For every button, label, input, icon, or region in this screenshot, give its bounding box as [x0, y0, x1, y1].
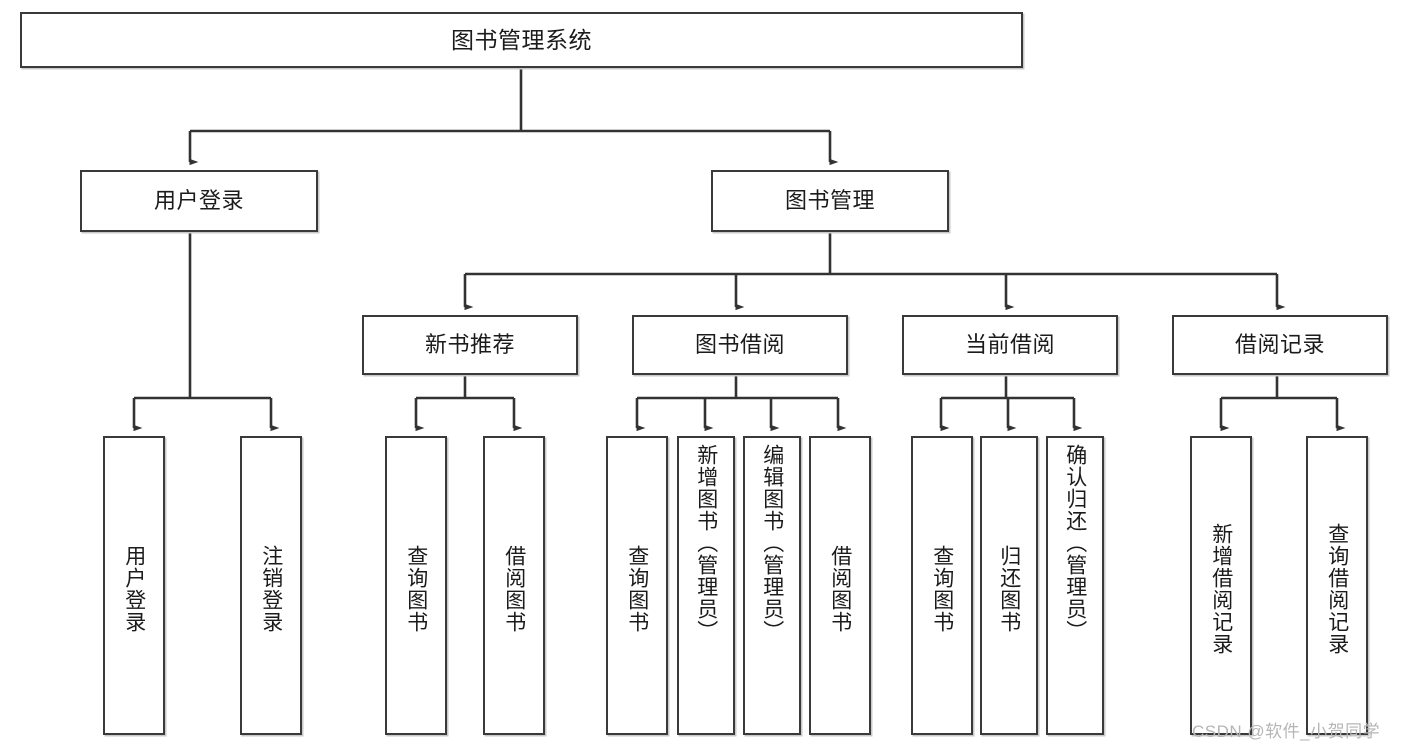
leaf-user-logout[interactable]: 注销登录: [240, 436, 302, 735]
leaf-confirm-return-admin[interactable]: 确认归还（管理员）: [1046, 436, 1104, 735]
leaf-query-book-recommend[interactable]: 查询图书: [385, 436, 447, 735]
node-new-book-recommend[interactable]: 新书推荐: [362, 315, 578, 375]
leaf-label: 编辑图书（管理员）: [760, 444, 784, 642]
leaf-label: 借阅图书: [502, 544, 526, 633]
csdn-watermark: CSDN @软件_小贺同学: [1192, 722, 1381, 741]
leaf-label: 确认归还（管理员）: [1063, 444, 1087, 642]
leaf-label: 查询借阅记录: [1325, 522, 1349, 655]
leaf-add-borrow-record[interactable]: 新增借阅记录: [1190, 436, 1252, 735]
leaf-label: 用户登录: [122, 544, 146, 633]
leaf-return-book[interactable]: 归还图书: [980, 436, 1038, 735]
node-user-login[interactable]: 用户登录: [80, 170, 318, 232]
leaf-label: 查询图书: [930, 544, 954, 633]
node-label: 图书借阅: [694, 332, 785, 358]
leaf-label: 新增借阅记录: [1209, 522, 1233, 655]
leaf-query-book-borrow[interactable]: 查询图书: [606, 436, 668, 735]
leaf-edit-book-admin[interactable]: 编辑图书（管理员）: [743, 436, 801, 735]
node-borrow-record[interactable]: 借阅记录: [1172, 315, 1388, 375]
node-book-manage[interactable]: 图书管理: [711, 170, 949, 232]
leaf-borrow-book-borrow[interactable]: 借阅图书: [809, 436, 871, 735]
leaf-label: 查询图书: [625, 544, 649, 633]
leaf-query-book-current[interactable]: 查询图书: [911, 436, 973, 735]
leaf-label: 查询图书: [404, 544, 428, 633]
node-book-borrow[interactable]: 图书借阅: [632, 315, 848, 375]
node-label: 借阅记录: [1234, 332, 1325, 358]
node-label: 图书管理: [784, 188, 875, 214]
leaf-query-borrow-record[interactable]: 查询借阅记录: [1306, 436, 1368, 735]
leaf-add-book-admin[interactable]: 新增图书（管理员）: [677, 436, 735, 735]
node-label: 用户登录: [153, 188, 244, 214]
node-root-system[interactable]: 图书管理系统: [20, 12, 1023, 68]
node-label: 新书推荐: [424, 332, 515, 358]
leaf-label: 归还图书: [997, 544, 1021, 633]
node-current-borrow[interactable]: 当前借阅: [902, 315, 1118, 375]
leaf-borrow-book-recommend[interactable]: 借阅图书: [483, 436, 545, 735]
leaf-user-login[interactable]: 用户登录: [103, 436, 165, 735]
node-label: 当前借阅: [964, 332, 1055, 358]
leaf-label: 注销登录: [259, 544, 283, 633]
leaf-label: 新增图书（管理员）: [694, 444, 718, 642]
leaf-label: 借阅图书: [828, 544, 852, 633]
node-label: 图书管理系统: [451, 26, 592, 53]
